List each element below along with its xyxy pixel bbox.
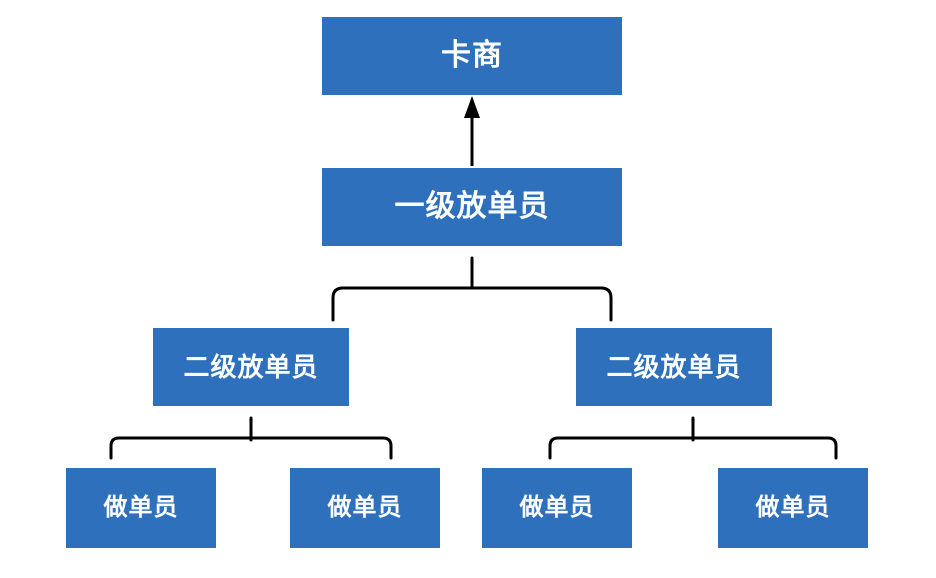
node-level2-label: 一级放单员 [394,190,550,223]
node-level4-d[interactable]: 做单员 [718,468,868,548]
brace-right [548,416,838,460]
node-level3-left[interactable]: 二级放单员 [153,328,349,406]
node-root-label: 卡商 [441,39,503,72]
node-level4-d-label: 做单员 [755,494,831,521]
node-level4-c[interactable]: 做单员 [482,468,632,548]
node-level4-b-label: 做单员 [327,494,403,521]
node-level3-right[interactable]: 二级放单员 [576,328,772,406]
node-level2[interactable]: 一级放单员 [322,168,622,246]
brace-top [331,256,613,322]
node-level3-right-label: 二级放单员 [606,352,742,382]
node-level3-left-label: 二级放单员 [183,352,319,382]
node-root[interactable]: 卡商 [322,17,622,95]
arrow-up-icon [464,96,480,166]
brace-left [109,416,393,460]
node-level4-a-label: 做单员 [103,494,179,521]
node-level4-a[interactable]: 做单员 [66,468,216,548]
node-level4-c-label: 做单员 [519,494,595,521]
node-level4-b[interactable]: 做单员 [290,468,440,548]
